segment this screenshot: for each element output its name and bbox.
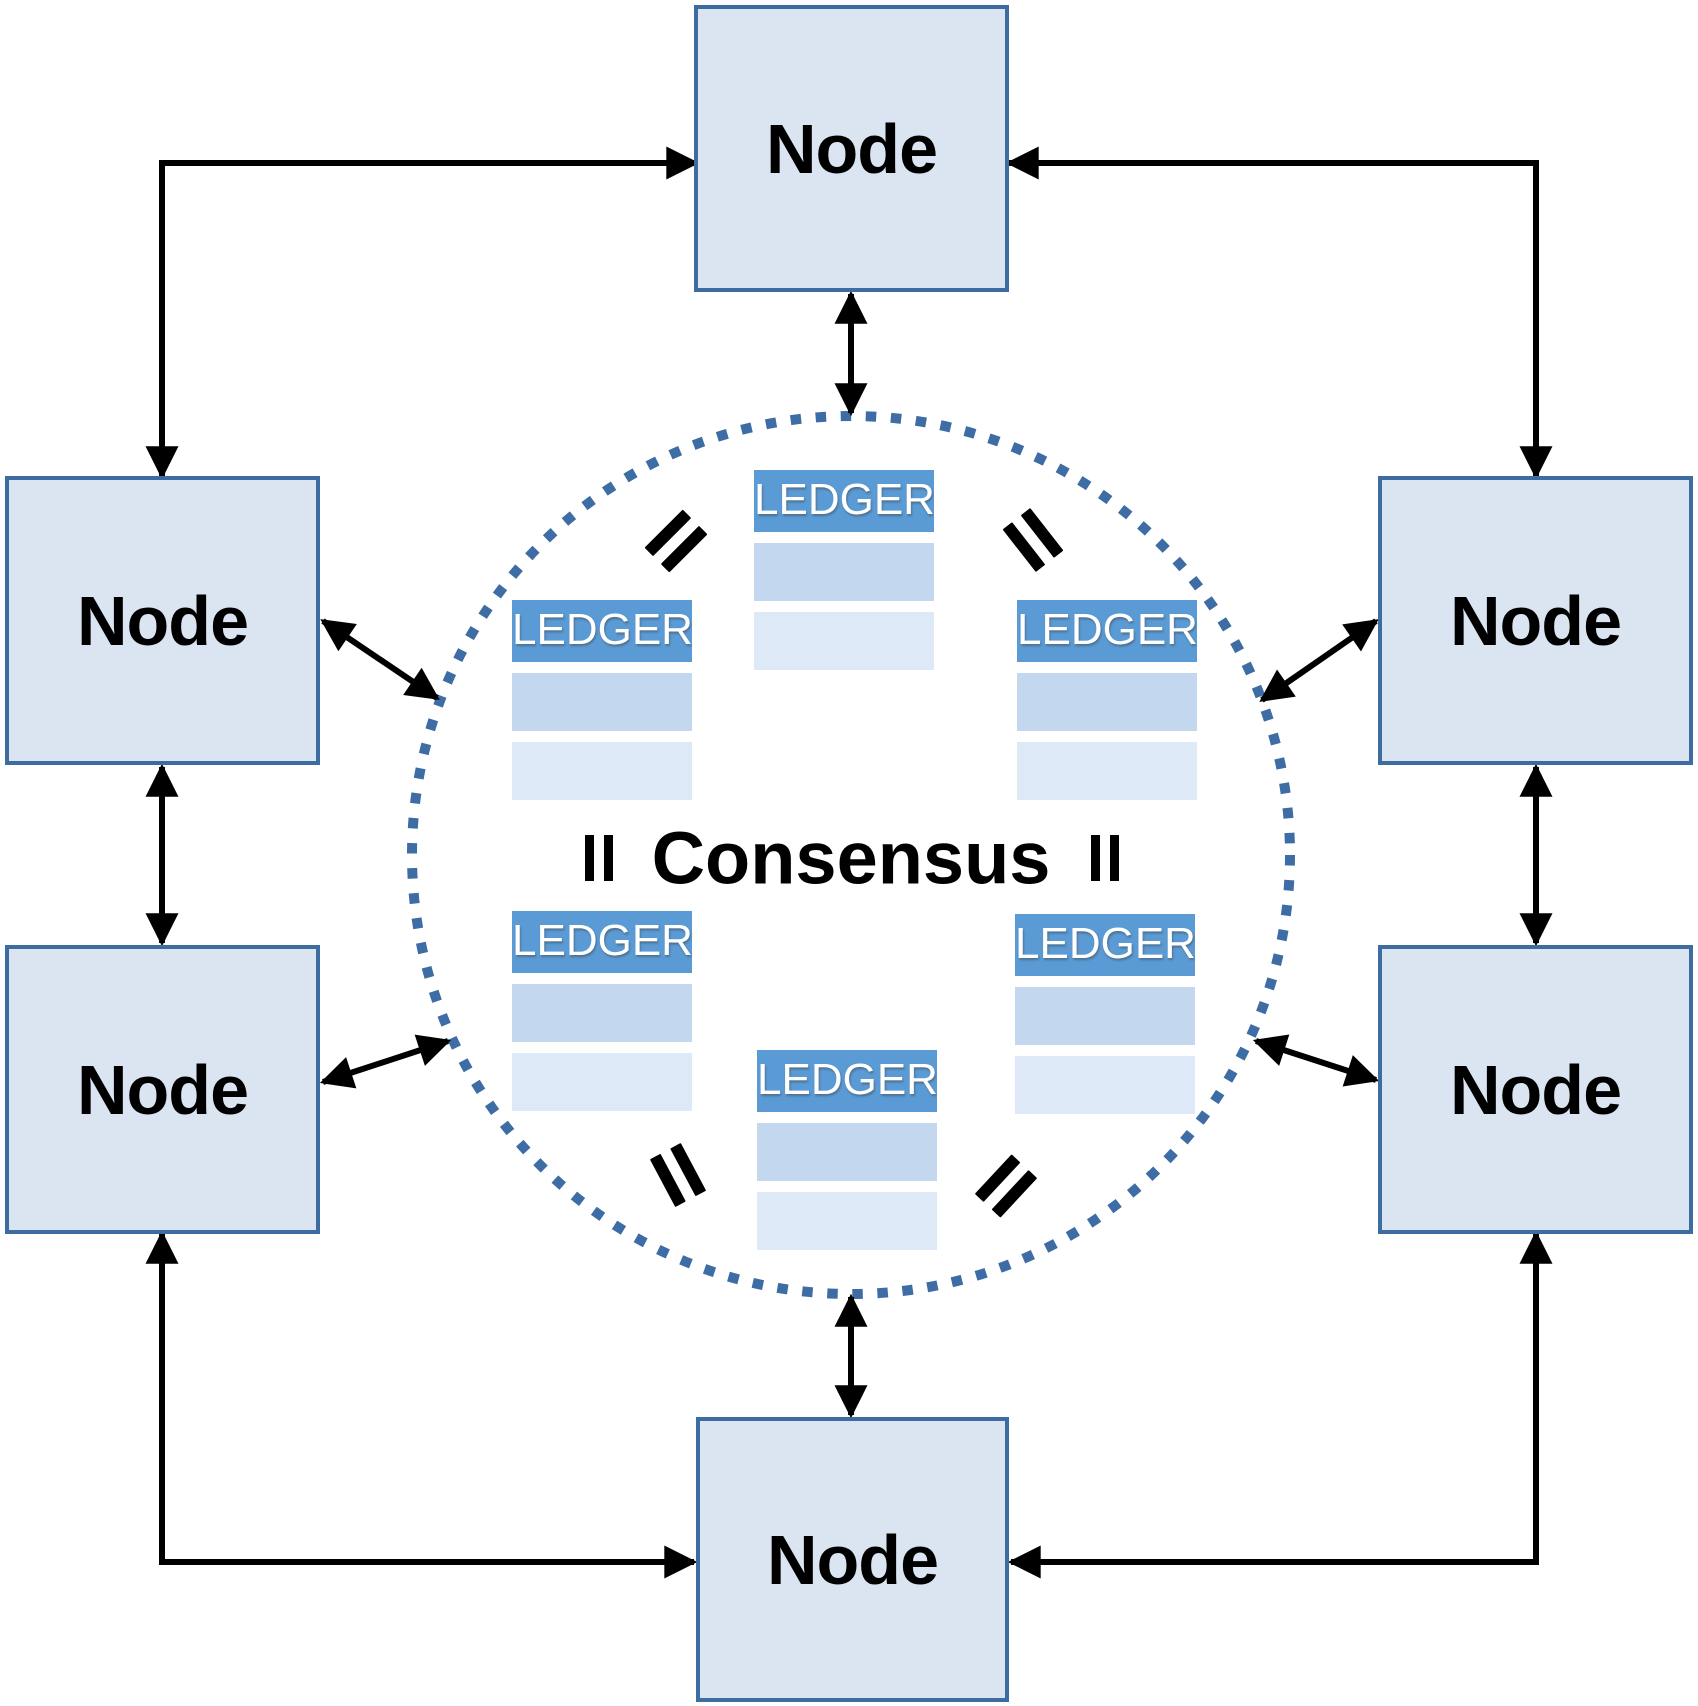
node-label: Node	[767, 1520, 939, 1599]
node-box-upper-right: Node	[1378, 476, 1693, 765]
equals-bar	[604, 835, 613, 881]
equals-bar	[1110, 835, 1119, 881]
arrow-upper-right-node-to-circle	[1259, 618, 1379, 703]
ledger-table-top: LEDGER	[754, 470, 935, 670]
node-label: Node	[77, 581, 249, 660]
consensus-label: Consensus	[651, 816, 1051, 900]
ledger-row	[1015, 1056, 1195, 1114]
equals-bar	[585, 835, 594, 881]
arrow-elbow-bottom-left	[145, 1230, 698, 1579]
arrow-upper-left-node-to-circle	[320, 618, 440, 701]
arrow-lower-left-node-to-circle	[319, 1034, 452, 1089]
ledger-row	[512, 742, 692, 800]
arrow-elbow-top-right	[1005, 146, 1553, 480]
ledger-row	[754, 543, 934, 601]
node-box-top: Node	[694, 5, 1009, 292]
ledger-header: LEDGER	[512, 600, 693, 662]
node-box-upper-left: Node	[5, 476, 320, 765]
node-label: Node	[1450, 581, 1622, 660]
ledger-table-upper-right: LEDGER	[1017, 600, 1198, 800]
node-box-lower-left: Node	[5, 945, 320, 1234]
ledger-header: LEDGER	[1015, 914, 1196, 976]
ledger-header: LEDGER	[512, 911, 693, 973]
ledger-table-upper-left: LEDGER	[512, 600, 693, 800]
ledger-row	[754, 612, 934, 670]
arrow-elbow-top-left	[145, 146, 700, 480]
arrow-elbow-bottom-right	[1007, 1230, 1553, 1579]
ledger-row	[1017, 673, 1197, 731]
equals-icon-mid-right	[1091, 835, 1119, 881]
node-box-bottom: Node	[696, 1417, 1009, 1702]
ledger-row	[1015, 987, 1195, 1045]
node-box-lower-right: Node	[1378, 945, 1693, 1234]
ledger-header: LEDGER	[1017, 600, 1198, 662]
ledger-header: LEDGER	[757, 1050, 938, 1112]
ledger-table-bottom: LEDGER	[757, 1050, 938, 1250]
ledger-row	[1017, 742, 1197, 800]
node-label: Node	[766, 109, 938, 188]
arrow-lower-right-node-to-circle	[1252, 1034, 1380, 1087]
ledger-row	[512, 1053, 692, 1111]
ledger-row	[757, 1192, 937, 1250]
ledger-row	[512, 673, 692, 731]
ledger-table-lower-left: LEDGER	[512, 911, 693, 1111]
ledger-table-lower-right: LEDGER	[1015, 914, 1196, 1114]
ledger-row	[512, 984, 692, 1042]
node-label: Node	[77, 1050, 249, 1129]
equals-icon-mid-left	[585, 835, 613, 881]
ledger-header: LEDGER	[754, 470, 935, 532]
equals-bar	[1091, 835, 1100, 881]
node-label: Node	[1450, 1050, 1622, 1129]
ledger-row	[757, 1123, 937, 1181]
